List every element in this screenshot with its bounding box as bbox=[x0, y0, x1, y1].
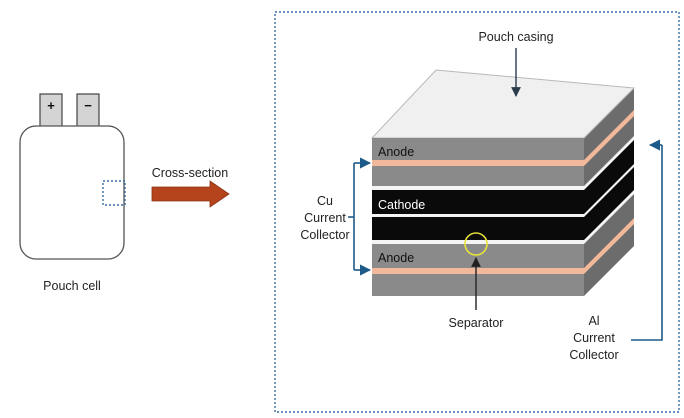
cathode-layer-lower bbox=[372, 217, 584, 240]
anode-top-layer bbox=[372, 138, 584, 160]
anode-bottom-label: Anode bbox=[378, 251, 414, 265]
cross-section-arrow-icon bbox=[151, 180, 230, 208]
side-separator-stripe-a bbox=[584, 136, 634, 190]
cross-section-indicator: Cross-section bbox=[151, 166, 230, 208]
pouch-cell: + − Pouch cell bbox=[19, 93, 126, 293]
cross-section-frame bbox=[274, 11, 680, 413]
negative-terminal-symbol: − bbox=[84, 98, 92, 113]
positive-terminal-symbol: + bbox=[47, 98, 55, 113]
al-collector-label-line-2: Current bbox=[573, 331, 615, 345]
cu-collector-label-line-2: Current bbox=[304, 211, 346, 225]
anode-top-lower-layer bbox=[372, 166, 584, 186]
cu-collector-label-line-3: Collector bbox=[300, 228, 349, 242]
side-copper-stripe-bottom bbox=[584, 218, 634, 274]
al-collector-label-line-3: Collector bbox=[569, 348, 618, 362]
side-separator-stripe-c bbox=[584, 190, 634, 244]
al-collector-label-line-1: Al bbox=[588, 314, 599, 328]
al-collector-connector bbox=[631, 145, 663, 341]
anode-bottom-lower-layer bbox=[372, 274, 584, 296]
cross-section-marker bbox=[102, 180, 126, 206]
copper-collector-top bbox=[372, 160, 584, 166]
cross-section-label: Cross-section bbox=[152, 166, 228, 180]
separator-callout: Separator bbox=[449, 257, 504, 330]
cu-collector-label-line-1: Cu bbox=[317, 194, 333, 208]
side-separator-stripe-b bbox=[584, 164, 634, 217]
pouch-cell-label: Pouch cell bbox=[43, 279, 101, 293]
layer-stack: Anode Cathode Anode bbox=[370, 69, 636, 296]
cathode-layer-upper bbox=[372, 190, 584, 214]
side-copper-stripe-top bbox=[584, 110, 634, 166]
copper-collector-bottom bbox=[372, 268, 584, 274]
separator-highlight-circle bbox=[464, 232, 488, 256]
pouch-casing-top bbox=[370, 69, 636, 139]
anode-top-label: Anode bbox=[378, 145, 414, 159]
separator-top bbox=[372, 186, 584, 190]
separator-bottom bbox=[372, 240, 584, 244]
cathode-label: Cathode bbox=[378, 198, 425, 212]
separator-label: Separator bbox=[449, 316, 504, 330]
al-collector-callout: Al Current Collector bbox=[569, 139, 663, 362]
pouch-cell-body bbox=[19, 125, 125, 260]
pouch-casing-callout: Pouch casing bbox=[478, 30, 554, 97]
cu-collector-callout: Cu Current Collector bbox=[300, 157, 372, 276]
pouch-casing-label: Pouch casing bbox=[478, 30, 553, 44]
aluminum-collector bbox=[372, 214, 584, 217]
